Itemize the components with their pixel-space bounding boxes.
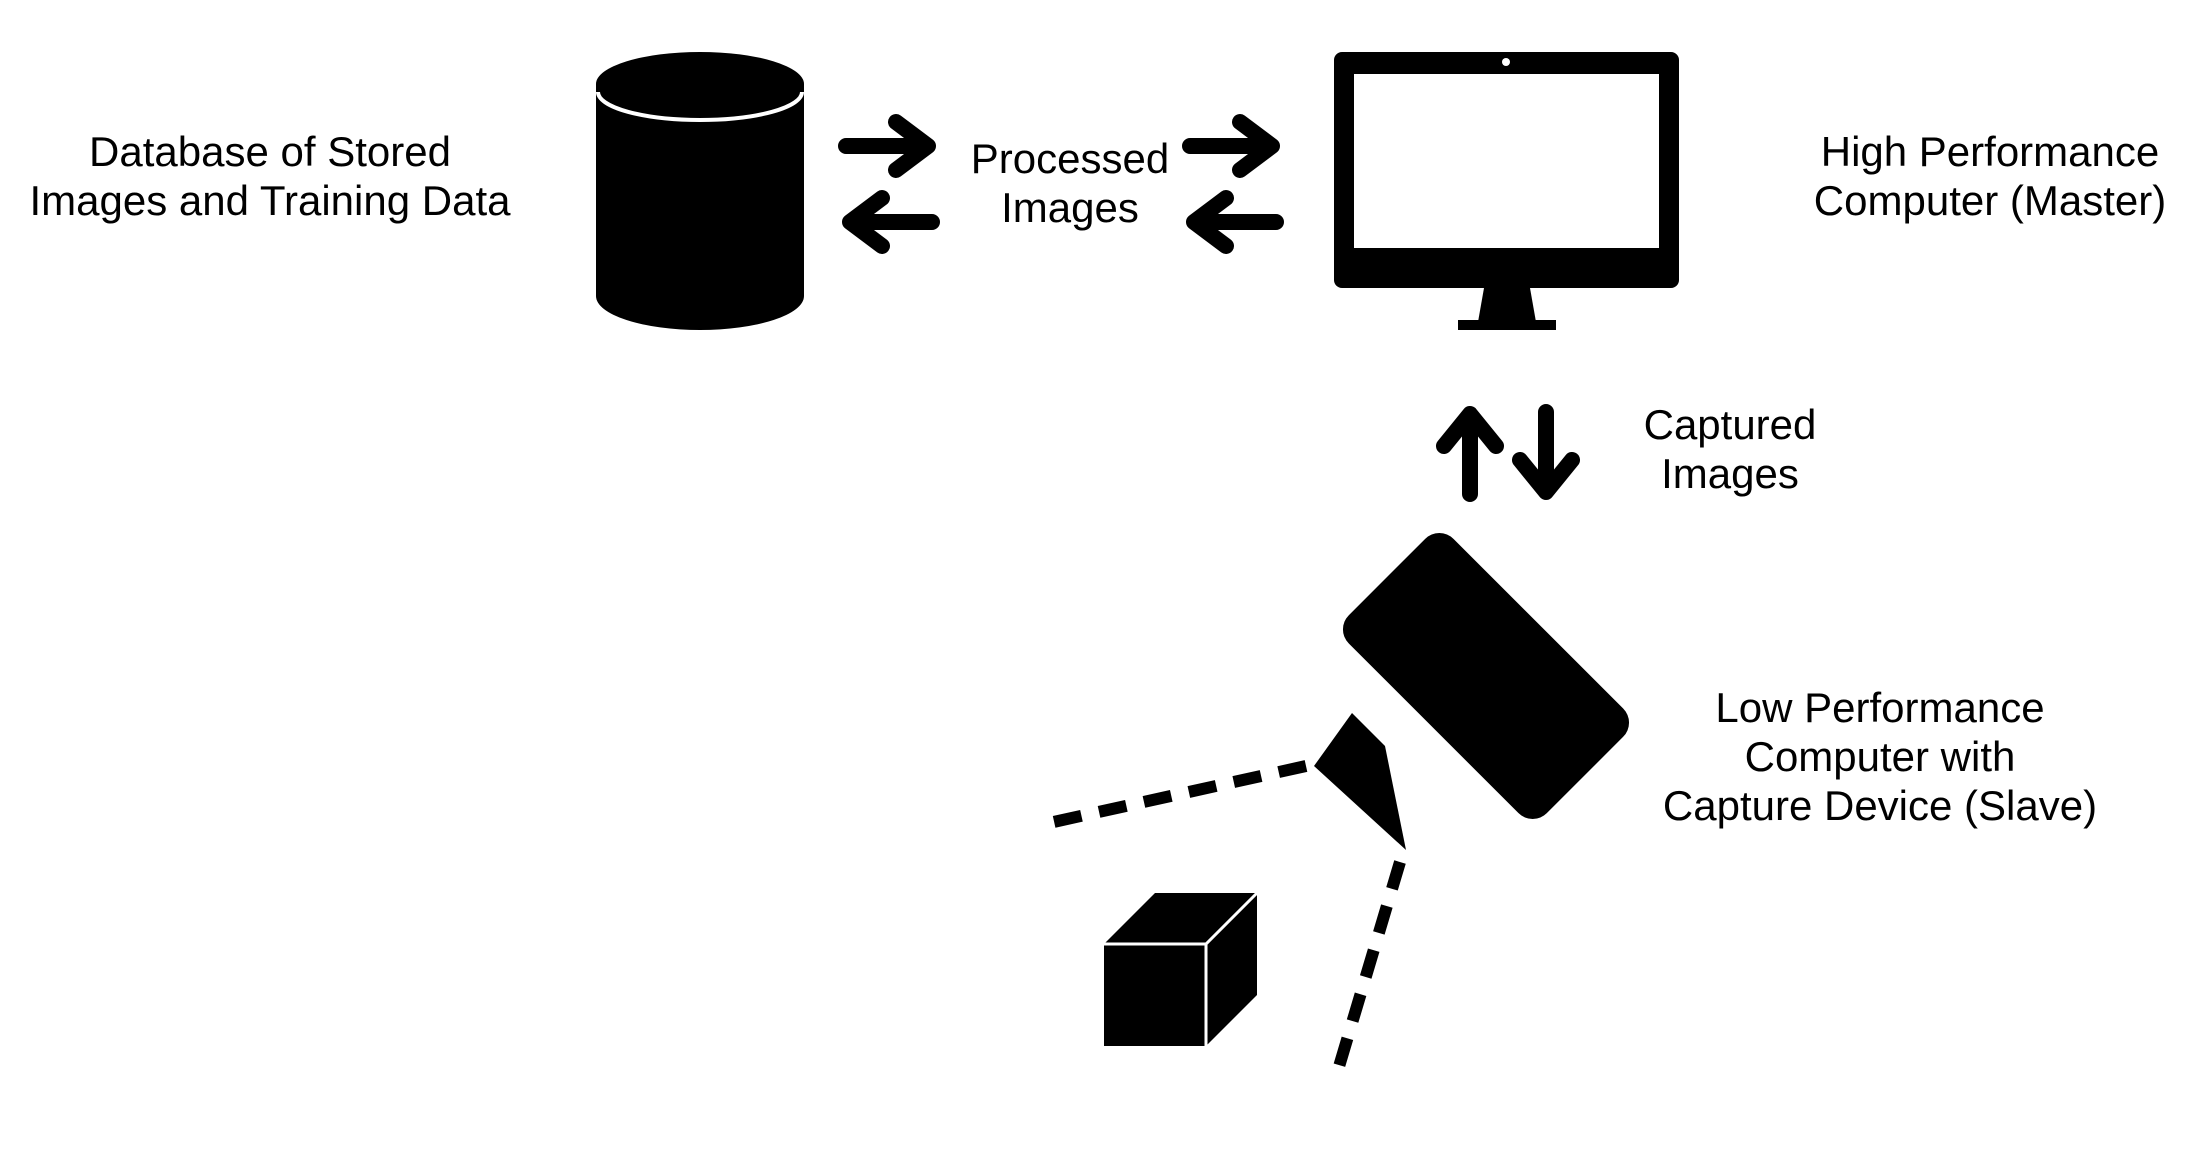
- captured-images-label-line: Images: [1661, 450, 1799, 497]
- master-computer-label-line: High Performance: [1820, 128, 2160, 175]
- bidirectional-vertical-arrows-icon: [1436, 404, 1580, 502]
- video-camera-icon: [1314, 532, 1630, 850]
- processed-images-label-line: Processed: [970, 135, 1170, 182]
- slave-computer-label-line: Low Performance: [1715, 684, 2045, 731]
- slave-computer-label: Low Performance Computer with Capture De…: [1620, 683, 2140, 830]
- bidirectional-horizontal-arrows-icon: [838, 114, 940, 254]
- database-label-line: Database of Stored: [89, 128, 451, 175]
- desktop-monitor-icon: [1334, 52, 1679, 330]
- captured-images-label-line: Captured: [1643, 401, 1817, 448]
- master-computer-label: High Performance Computer (Master): [1790, 127, 2190, 225]
- database-cylinder-icon: [596, 52, 804, 330]
- database-label: Database of Stored Images and Training D…: [0, 127, 540, 225]
- bidirectional-horizontal-arrows-icon: [1182, 114, 1284, 254]
- database-label-line: Images and Training Data: [29, 177, 511, 224]
- processed-images-label: Processed Images: [940, 134, 1200, 232]
- master-computer-label-line: Computer (Master): [1813, 177, 2167, 224]
- camera-field-of-view: [1038, 760, 1406, 1082]
- slave-computer-label-line: Capture Device (Slave): [1662, 782, 2098, 829]
- slave-computer-label-line: Computer with: [1744, 733, 2016, 780]
- cube-icon: [1104, 891, 1259, 1046]
- captured-images-label: Captured Images: [1585, 400, 1875, 498]
- processed-images-label-line: Images: [1001, 184, 1139, 231]
